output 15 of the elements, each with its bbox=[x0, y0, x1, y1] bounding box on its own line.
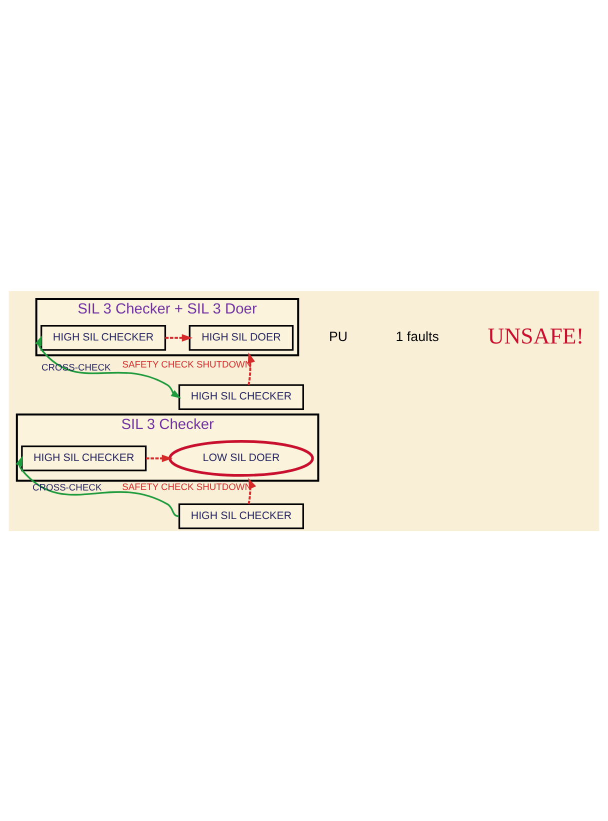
node-box: HIGH SIL CHECKER bbox=[40, 324, 166, 350]
arrow bbox=[165, 334, 193, 342]
label: UNSAFE! bbox=[488, 323, 584, 348]
arrow bbox=[16, 456, 180, 517]
node-box: HIGH SIL CHECKER bbox=[178, 384, 304, 410]
arrow bbox=[248, 478, 256, 504]
arrow bbox=[146, 454, 173, 462]
node-box: HIGH SIL CHECKER bbox=[178, 502, 304, 529]
label: PU bbox=[329, 328, 348, 344]
node-box: HIGH SIL DOER bbox=[188, 324, 294, 350]
node-box: HIGH SIL CHECKER bbox=[21, 444, 147, 471]
label: 1 faults bbox=[396, 328, 439, 344]
arrow bbox=[248, 352, 256, 385]
arrow bbox=[35, 335, 182, 398]
node-ellipse: LOW SIL DOER bbox=[168, 440, 314, 476]
